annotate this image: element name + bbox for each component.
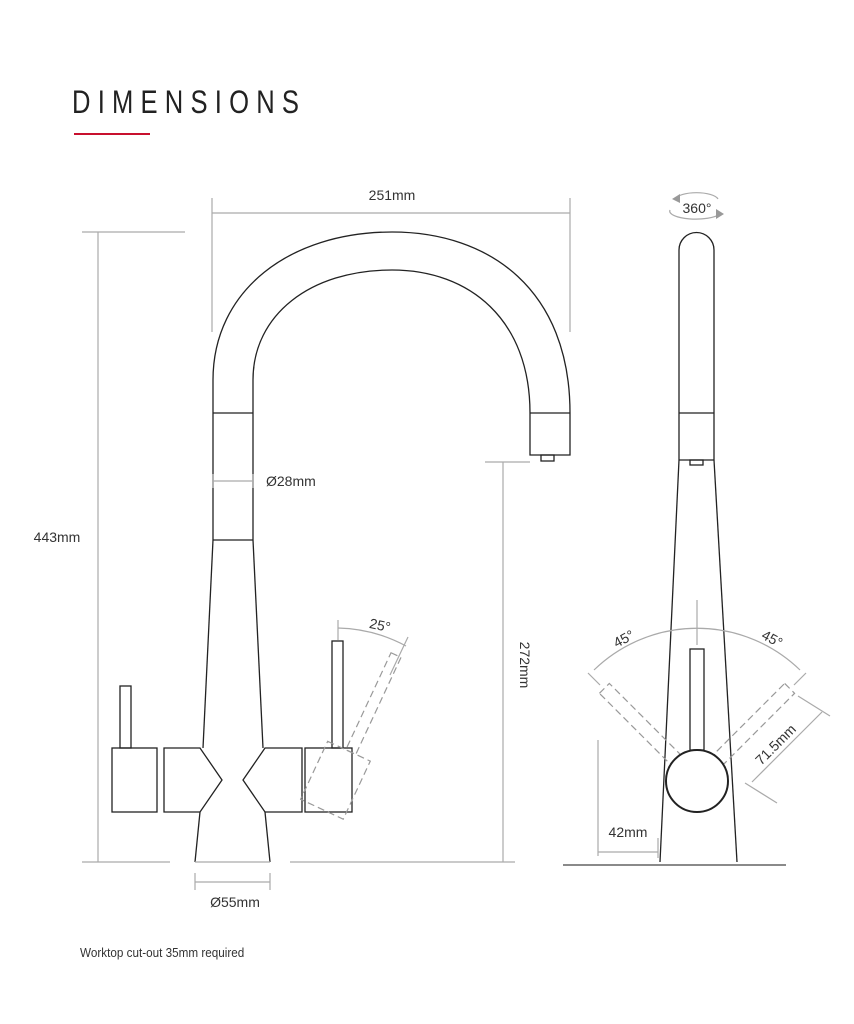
left-lever-handle	[119, 685, 132, 749]
width-label: 251mm	[369, 187, 416, 203]
lever-offset-label: 42mm	[609, 824, 648, 840]
front-view: 251mm 443mm Ø28mm 272mm Ø55mm 25°	[34, 187, 571, 910]
lever-pivot	[665, 749, 729, 813]
page-title: DIMENSIONS	[72, 84, 307, 120]
spout-diameter-label: Ø28mm	[266, 473, 316, 489]
worktop-note: Worktop cut-out 35mm required	[80, 945, 245, 960]
left-angle-label: 45°	[611, 627, 637, 651]
height-label: 443mm	[34, 529, 81, 545]
lever-length-label: 71.5mm	[752, 721, 799, 768]
lever-tilt-label: 25°	[368, 615, 392, 635]
side-lever-handle	[689, 648, 705, 751]
side-view: 360° 45° 45° 71.5mm 42mm	[563, 192, 831, 866]
left-lever-block	[111, 747, 158, 813]
right-lever-block	[304, 747, 353, 813]
right-angle-label: 45°	[759, 627, 785, 651]
right-lever-handle	[331, 640, 344, 749]
spout-height-label: 272mm	[517, 642, 533, 689]
rotation-label: 360°	[683, 200, 712, 216]
title-underline	[74, 133, 150, 135]
base-diameter-label: Ø55mm	[210, 894, 260, 910]
